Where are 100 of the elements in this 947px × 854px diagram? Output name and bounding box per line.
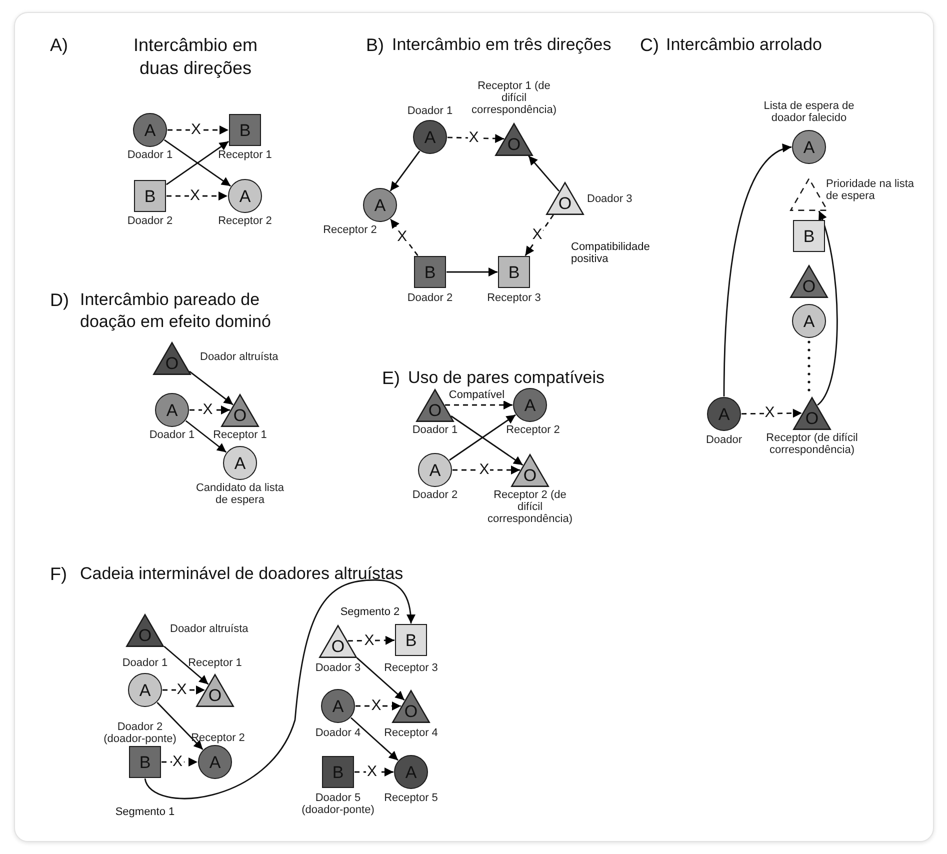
blood-type-letter: B <box>404 632 418 649</box>
blood-type-triangle <box>793 396 831 430</box>
node-caption: Receptor 1 (de difícil correspondência) <box>470 80 558 116</box>
blood-type-triangle <box>546 182 584 214</box>
arrow <box>185 420 227 453</box>
panel-title: Intercâmbio em três direções <box>392 34 612 56</box>
node-caption: Doador 1 <box>148 429 196 441</box>
blood-type-letter: B <box>143 188 157 205</box>
blood-type-letter: O <box>557 194 573 212</box>
blood-type-letter: A <box>404 764 418 781</box>
blood-type-triangle <box>790 264 828 298</box>
arrow <box>356 657 405 701</box>
dashed-arrow <box>524 214 554 256</box>
blood-type-square <box>229 114 261 146</box>
dashed-arrow <box>348 636 394 645</box>
arrow <box>723 145 792 396</box>
blood-type-letter: A <box>238 188 252 205</box>
node-caption: Doador 1 <box>406 105 454 117</box>
blood-type-letter: O <box>164 354 180 372</box>
blood-type-triangle <box>392 690 430 722</box>
blood-type-triangle <box>126 614 164 646</box>
arrow <box>446 268 498 276</box>
node-caption: Doador 2 (doador-ponte) <box>102 721 178 745</box>
blood-type-letter: O <box>427 402 443 418</box>
node-caption: Doador 3 <box>314 662 362 674</box>
node-caption: Doador 2 <box>411 489 459 501</box>
node-caption: Receptor 2 <box>190 732 246 744</box>
dashed-arrow <box>452 466 520 474</box>
blood-type-letter: O <box>403 702 419 720</box>
dashed-arrow <box>162 758 198 766</box>
node-caption: Receptor 1 <box>187 657 243 669</box>
dashed-arrow <box>190 406 230 414</box>
node-caption: Receptor 2 <box>217 215 273 227</box>
blood-type-square <box>498 256 530 288</box>
arrow <box>156 702 204 750</box>
node-caption: Doador altruísta <box>200 351 280 363</box>
node-caption: Doador 4 <box>314 727 362 739</box>
blood-type-letter: B <box>423 264 437 281</box>
node-caption: Receptor 1 <box>212 429 268 441</box>
blood-type-letter: B <box>802 228 816 245</box>
blood-type-letter: O <box>137 626 153 644</box>
node-caption: Doador altruísta <box>170 623 250 635</box>
panel-letter: F) <box>50 563 68 586</box>
blood-type-letter: A <box>143 122 157 139</box>
empty-dashed-triangle <box>790 178 828 210</box>
node-caption: Receptor (de difícil correspondência) <box>765 432 859 456</box>
node-caption: Receptor 2 <box>322 224 378 236</box>
arrow <box>528 155 560 192</box>
node-caption: Doador 5 (doador-ponte) <box>300 792 376 816</box>
blood-type-square <box>414 256 446 288</box>
arrow <box>449 414 516 461</box>
arrow <box>450 415 524 466</box>
blood-type-triangle <box>221 394 259 426</box>
node-caption: Receptor 3 <box>486 292 542 304</box>
blood-type-triangle <box>153 342 191 374</box>
node-caption: Receptor 4 <box>383 727 439 739</box>
dashed-arrow <box>356 702 401 710</box>
blood-type-letter: A <box>802 313 816 330</box>
panel-letter: E) <box>382 367 401 390</box>
dashed-arrow <box>162 686 205 694</box>
arrow <box>816 210 838 406</box>
node-caption: Doador 3 <box>587 193 634 205</box>
blood-type-triangle <box>511 454 549 486</box>
node-caption: Doador 2 <box>126 215 174 227</box>
arrow <box>144 579 416 800</box>
node-caption: Doador 1 <box>126 149 174 161</box>
node-caption: Prioridade na lista de espera <box>826 178 916 202</box>
node-caption: Receptor 3 <box>383 662 439 674</box>
panel-title: Intercâmbio em duas direções <box>132 34 259 80</box>
blood-type-letter: A <box>423 129 437 146</box>
blood-type-letter: A <box>208 754 222 771</box>
panel-title: Intercâmbio arrolado <box>666 34 823 56</box>
arrow <box>164 646 209 685</box>
dashed-arrow <box>166 192 228 200</box>
blood-type-triangle <box>196 674 234 706</box>
panel-letter: A) <box>50 34 69 57</box>
dashed-arrow <box>447 134 504 144</box>
blood-type-letter: O <box>330 638 346 654</box>
node-caption: Receptor 5 <box>383 792 439 804</box>
blood-type-letter: A <box>331 698 345 715</box>
blood-type-letter: A <box>428 462 442 479</box>
blood-type-letter: A <box>233 455 247 472</box>
blood-type-square <box>395 624 427 656</box>
node-caption: Doador 1 <box>121 657 169 669</box>
blood-type-letter: B <box>238 122 252 139</box>
edge-label: X <box>531 227 544 244</box>
node-caption: Receptor 1 <box>217 149 273 161</box>
blood-type-letter: A <box>802 139 816 156</box>
node-caption: Doador 2 <box>406 292 454 304</box>
blood-type-letter: B <box>138 754 152 771</box>
blood-type-letter: O <box>522 466 538 484</box>
blood-type-letter: A <box>373 197 387 214</box>
panel-letter: D) <box>50 289 70 312</box>
blood-type-letter: B <box>507 264 521 281</box>
blood-type-triangle <box>495 122 533 156</box>
node-caption: Doador <box>704 434 744 446</box>
node-caption: Receptor 2 <box>505 424 561 436</box>
panel-letter: C) <box>640 34 660 57</box>
blood-type-letter: A <box>717 406 731 423</box>
segment-label: Segmento 2 <box>340 606 400 618</box>
